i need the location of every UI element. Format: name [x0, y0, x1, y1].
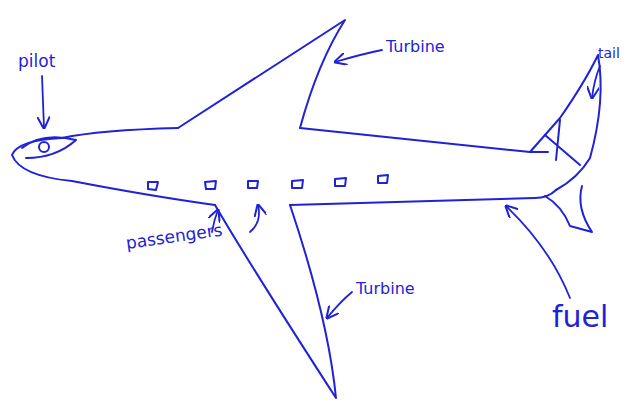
leader-line	[42, 76, 44, 128]
window	[248, 181, 258, 188]
fuselage-top	[300, 128, 548, 152]
window	[378, 175, 388, 183]
leader-line	[506, 206, 570, 298]
leader-line	[327, 292, 352, 318]
upper-wing	[178, 20, 345, 128]
leader-line	[592, 66, 600, 98]
part-label: tail	[598, 46, 620, 61]
leader-line	[335, 50, 382, 62]
part-label: pilot	[18, 52, 55, 71]
pilot-head	[39, 142, 49, 152]
tail-stroke	[545, 120, 580, 165]
part-label: passengers	[125, 221, 224, 253]
window	[148, 182, 158, 190]
part-label: Turbine	[356, 280, 415, 298]
window	[292, 180, 303, 188]
window	[335, 178, 346, 186]
part-label: fuel	[552, 300, 608, 333]
window	[205, 181, 216, 189]
part-label: Turbine	[386, 38, 445, 56]
fuselage-bottom	[290, 190, 556, 205]
tail-fin	[530, 55, 601, 190]
leader-line	[250, 205, 259, 232]
fuselage-front	[12, 128, 215, 205]
lower-wing	[215, 205, 336, 398]
cockpit	[22, 137, 76, 158]
lower-tail	[545, 186, 592, 232]
